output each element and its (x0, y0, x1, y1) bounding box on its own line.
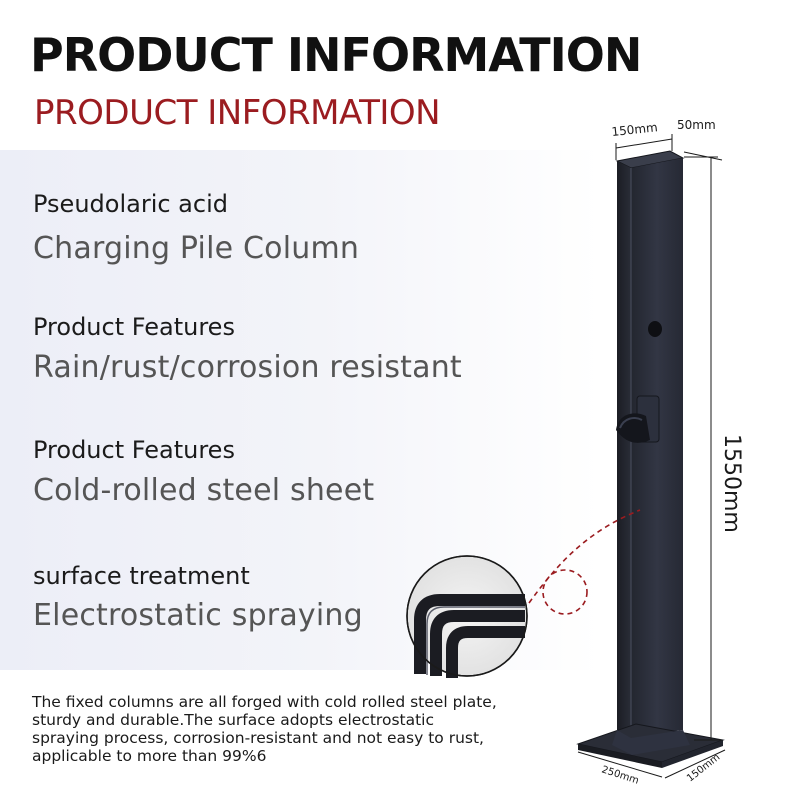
dim-top-depth: 50mm (677, 118, 716, 132)
spec-label-features-2: Product Features (33, 436, 235, 464)
page-subtitle: PRODUCT INFORMATION (34, 93, 441, 133)
spec-label-surface: surface treatment (33, 562, 250, 590)
dim-base-depth: 150mm (685, 752, 722, 784)
dim-base-width: 250mm (600, 764, 640, 786)
dim-top-width: 150mm (611, 120, 659, 139)
background-panel (0, 150, 800, 670)
spec-value-material: Charging Pile Column (33, 231, 360, 266)
spec-value-features-2: Cold-rolled steel sheet (33, 473, 375, 508)
spec-value-surface: Electrostatic spraying (33, 598, 363, 633)
product-description: The fixed columns are all forged with co… (32, 693, 497, 765)
spec-label-material: Pseudolaric acid (33, 190, 228, 218)
spec-label-features: Product Features (33, 313, 235, 341)
page-title: PRODUCT INFORMATION (30, 28, 642, 82)
spec-value-features: Rain/rust/corrosion resistant (33, 350, 462, 385)
